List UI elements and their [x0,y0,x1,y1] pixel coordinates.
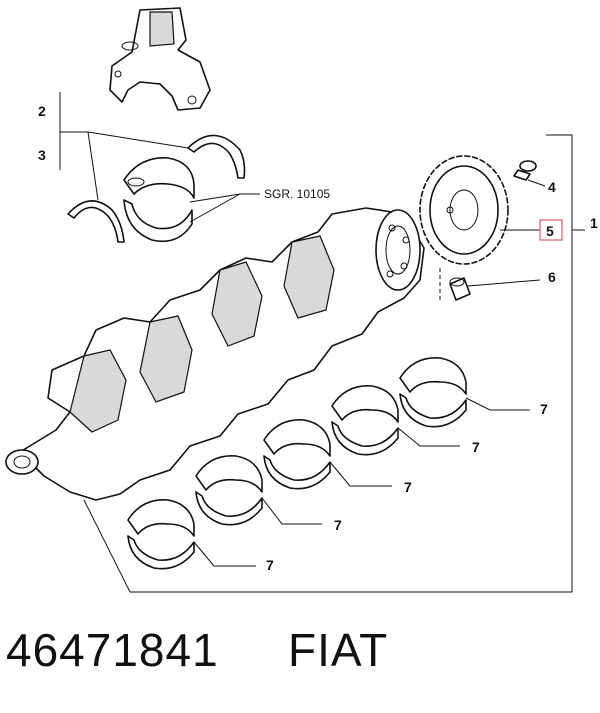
callout-2: 2 [38,103,46,119]
dowel-pin [449,277,471,301]
part-number: 46471841 [6,624,219,676]
reference-note: SGR. 10105 [264,187,330,201]
thrust-washer-upper [187,134,246,179]
brand-name: FIAT [288,624,389,676]
main-bearing-shell-pair [123,157,195,243]
callout-1: 1 [590,215,598,231]
callout-4: 4 [548,179,556,195]
bearing-shell-1 [399,357,467,428]
callout-7: 7 [404,479,412,495]
bearing-shell-5 [127,499,195,570]
thrust-washer-lower [67,200,125,243]
bearing-shell-2 [331,385,399,456]
callout-7: 7 [540,401,548,417]
callout-5-highlight-box [539,219,563,241]
leader-lines [59,92,585,593]
crankshaft [5,207,425,501]
crankshaft-exploded-diagram: 1 2 3 4 5 6 7 7 7 7 7 SGR. 10105 [5,7,598,593]
callout-6: 6 [548,269,556,285]
flywheel-bolt [513,160,537,181]
callout-5: 5 [546,223,554,239]
connecting-rod [109,7,211,111]
callout-3: 3 [38,147,46,163]
callout-7: 7 [472,439,480,455]
callout-7: 7 [334,517,342,533]
crankshaft-gear [419,155,509,265]
bearing-shell-3 [263,419,331,490]
bearing-shell-4 [195,455,263,526]
callout-7: 7 [266,557,274,573]
main-bearing-shells [127,357,467,570]
footer: 46471841 FIAT [0,615,600,695]
